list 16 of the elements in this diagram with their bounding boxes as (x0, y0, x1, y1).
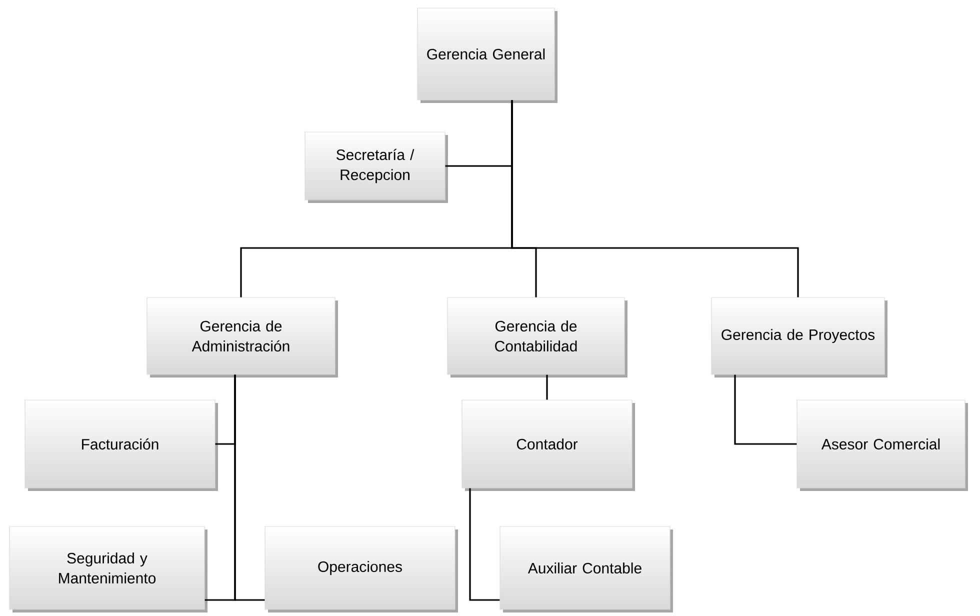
org-box: Facturación (24, 400, 218, 491)
org-box: Gerencia General (417, 8, 558, 103)
org-box: Contador (462, 400, 635, 491)
org-box: Gerencia de Contabilidad (447, 297, 628, 378)
connector-line (511, 100, 799, 298)
org-box: Asesor Comercial (796, 400, 968, 491)
connector-line (546, 374, 548, 400)
org-box: Auxiliar Contable (500, 526, 673, 612)
org-box: Seguridad y Mantenimiento (9, 526, 208, 612)
org-box: Gerencia de Proyectos (711, 297, 888, 378)
org-box: Operaciones (264, 526, 458, 612)
org-box: Secretaría / Recepcion (304, 132, 448, 203)
org-box: Gerencia de Administración (146, 297, 338, 378)
connector-line (469, 488, 500, 601)
connector-line (234, 374, 265, 601)
connector-line (734, 374, 797, 445)
